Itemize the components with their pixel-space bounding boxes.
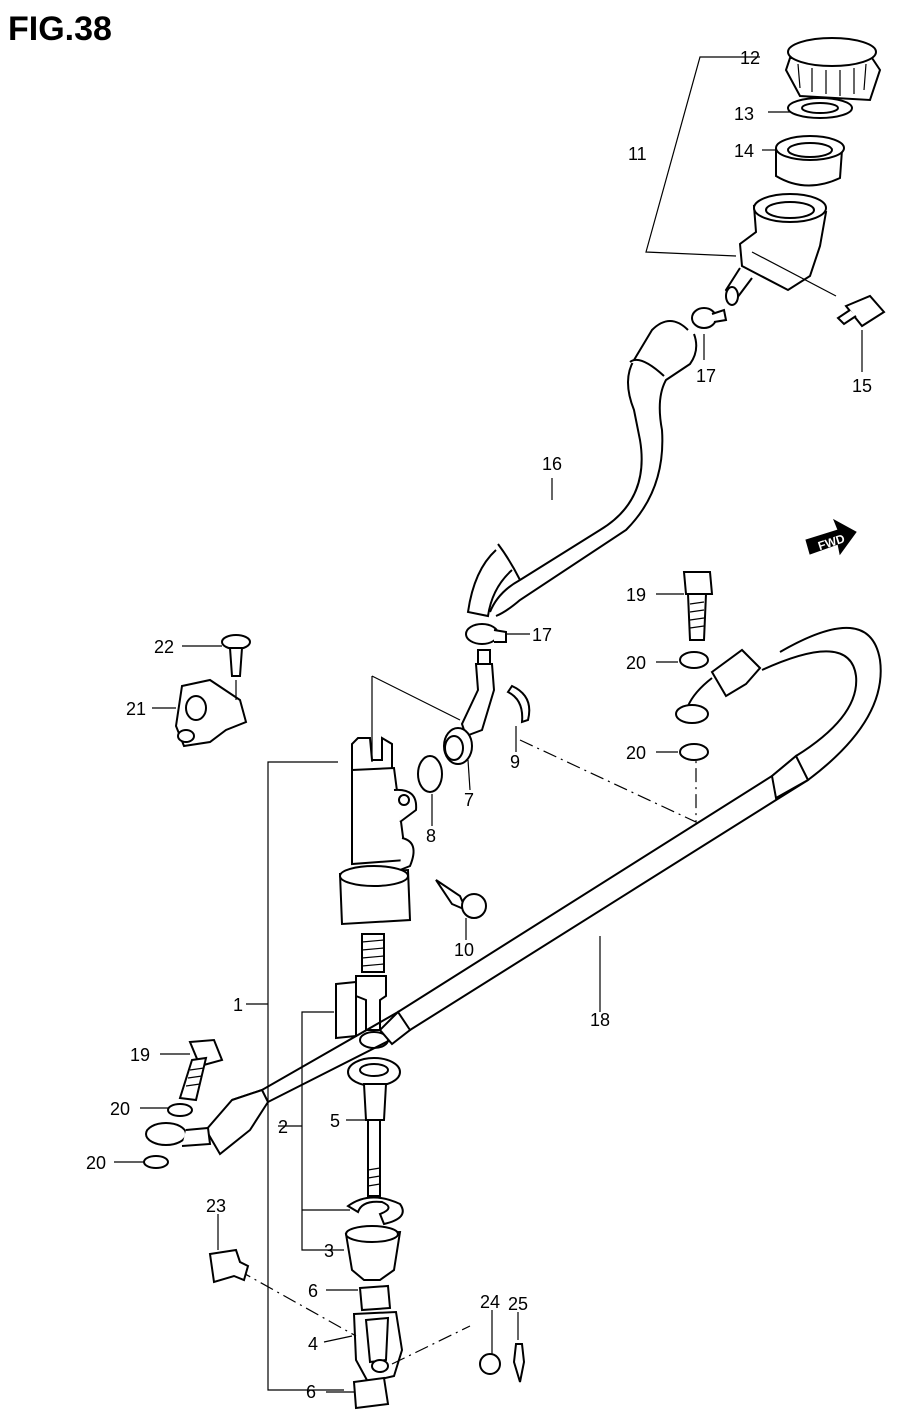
- bracket-11: [645, 56, 737, 257]
- hose-clamp-upper: [691, 307, 728, 329]
- bracket-2: [301, 1011, 344, 1251]
- piston: [335, 975, 387, 1040]
- callout-24: 24: [480, 1292, 500, 1312]
- inlet-elbow: [443, 649, 496, 765]
- callout-20-lower-right: 20: [626, 743, 646, 763]
- master-cylinder-body: [338, 736, 418, 926]
- sealing-washer-lower-left: [143, 1155, 169, 1169]
- callout-17-lower: 17: [532, 625, 552, 645]
- reservoir-tank: [724, 193, 828, 306]
- mounting-bolt: [435, 879, 487, 919]
- callout-15: 15: [852, 376, 872, 396]
- callout-19-right: 19: [626, 585, 646, 605]
- hose-guide-bracket: [174, 678, 248, 748]
- brake-hose: [145, 627, 882, 1156]
- sealing-washer-upper-right: [679, 651, 709, 669]
- callout-1: 1: [233, 995, 243, 1015]
- clevis-pin: [208, 1248, 250, 1284]
- diaphragm-plate: [787, 97, 853, 119]
- callout-13: 13: [734, 104, 754, 124]
- o-ring: [417, 755, 443, 793]
- figure-title: FIG.38: [8, 10, 112, 48]
- banjo-bolt-left: [178, 1038, 224, 1102]
- clevis: [352, 1310, 404, 1384]
- bracket-1: [267, 761, 344, 1391]
- bracket-screw: [221, 634, 251, 677]
- callout-20-upper-right: 20: [626, 653, 646, 673]
- sealing-washer-lower-right: [679, 743, 709, 761]
- sealing-washer-upper-left: [167, 1103, 193, 1117]
- callout-12: 12: [740, 48, 760, 68]
- callout-10: 10: [454, 940, 474, 960]
- callout-2: 2: [278, 1117, 288, 1137]
- callout-18: 18: [590, 1010, 610, 1030]
- fwd-arrow-icon: FWD: [805, 518, 857, 556]
- dust-boot: [344, 1225, 402, 1281]
- callout-6-lower: 6: [306, 1382, 316, 1402]
- callout-5: 5: [330, 1111, 340, 1131]
- callout-21: 21: [126, 699, 146, 719]
- banjo-bolt-right: [682, 571, 714, 641]
- hose-clamp-lower: [465, 623, 507, 645]
- snap-ring: [346, 1196, 404, 1226]
- lock-nut-upper: [358, 1284, 392, 1312]
- callout-23: 23: [206, 1196, 226, 1216]
- lock-nut-lower: [352, 1376, 390, 1410]
- callout-3: 3: [324, 1241, 334, 1261]
- circlip: [506, 684, 531, 724]
- callout-4: 4: [308, 1334, 318, 1354]
- callout-11: 11: [628, 144, 647, 164]
- reservoir-hose: [466, 320, 698, 618]
- callout-6-upper: 6: [308, 1281, 318, 1301]
- callout-16: 16: [542, 454, 562, 474]
- piston-spring: [361, 933, 385, 973]
- callout-19-left: 19: [130, 1045, 150, 1065]
- push-rod: [347, 1057, 401, 1197]
- pin-washer: [479, 1353, 501, 1375]
- callout-7: 7: [464, 790, 474, 810]
- callout-17-upper: 17: [696, 366, 716, 386]
- callout-14: 14: [734, 141, 754, 161]
- callout-9: 9: [510, 752, 520, 772]
- callout-22: 22: [154, 637, 174, 657]
- callout-20-lower-left: 20: [86, 1153, 106, 1173]
- cotter-pin: [512, 1343, 526, 1383]
- callout-25: 25: [508, 1294, 528, 1314]
- reservoir-cap: [784, 37, 882, 102]
- reservoir-bolt: [836, 294, 886, 328]
- callout-20-upper-left: 20: [110, 1099, 130, 1119]
- diaphragm: [775, 135, 845, 187]
- callout-8: 8: [426, 826, 436, 846]
